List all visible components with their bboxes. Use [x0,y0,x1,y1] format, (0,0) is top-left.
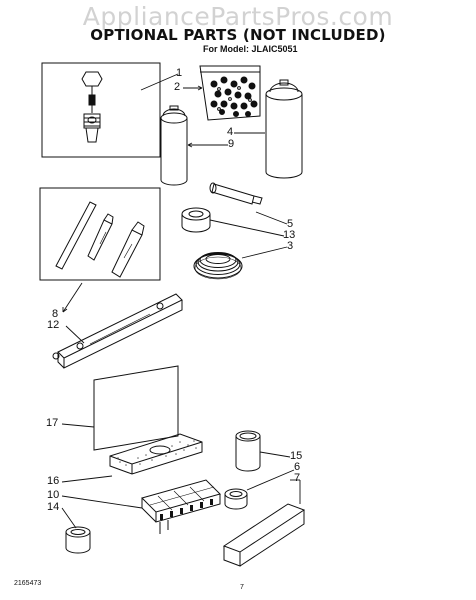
bag-contents [210,76,258,117]
document-number: 2165473 [14,580,42,587]
tape-ring[interactable] [224,488,248,510]
foam-bar-top [222,503,306,553]
small-can-body [160,118,188,186]
tube-body [211,183,255,205]
coiled-cord[interactable] [193,252,243,280]
callout-12[interactable]: 12 [47,319,60,331]
large-can-top [265,87,303,101]
callout-2[interactable]: 2 [174,81,181,93]
sealant-tube-1 [87,219,113,261]
leader-lines-lower [61,325,95,428]
large-can-body [265,94,303,179]
lubricant-tube[interactable] [209,182,263,205]
callout-17[interactable]: 17 [46,417,59,429]
rail-top [57,293,183,359]
large-aerosol-can[interactable] [265,79,303,179]
bag-outline [199,65,261,121]
hardware-bag[interactable] [199,65,261,121]
callout-9[interactable]: 9 [228,138,235,150]
callout-1[interactable]: 1 [176,67,183,79]
tape-roll[interactable] [181,207,211,233]
watermark: AppliancePartsPros.com [82,2,394,31]
small-can-top [160,112,188,124]
callout-7[interactable]: 7 [294,472,301,484]
mounting-bracket[interactable] [141,479,221,534]
leader-lines-mid [62,211,288,313]
fitting-kit-group[interactable] [41,62,161,158]
sealant-tube-2 [111,229,143,278]
foam-panel[interactable] [93,365,179,451]
small-aerosol-can[interactable] [160,105,188,186]
callout-6[interactable]: 6 [294,461,301,473]
callout-5[interactable]: 5 [287,218,294,230]
foam-panel-outline [93,365,179,451]
callout-10[interactable]: 10 [47,489,60,501]
callout-8[interactable]: 8 [52,308,59,320]
callout-13[interactable]: 13 [283,229,296,241]
foam-bar[interactable] [222,503,306,567]
callout-3[interactable]: 3 [287,240,294,252]
leader-lines-top [140,73,265,148]
callout-15[interactable]: 15 [290,450,303,462]
callout-14[interactable]: 14 [47,501,60,513]
tape-roll-top [181,207,211,221]
small-can-14[interactable] [65,526,91,554]
foam-seal-block[interactable] [109,433,203,475]
fitting-kit-box [41,62,161,158]
valve-stem [88,94,96,106]
sealant-kit-box [39,187,161,281]
page-number: 7 [240,584,244,591]
callout-16[interactable]: 16 [47,475,60,487]
sealant-kit-group[interactable] [39,187,161,281]
cap-nut [81,71,103,87]
page-title: OPTIONAL PARTS (NOT INCLUDED) [90,26,386,44]
callout-4[interactable]: 4 [227,126,234,138]
model-number: For Model: JLAIC5051 [203,44,298,54]
paint-can[interactable] [235,430,261,472]
window-rail[interactable] [52,293,183,369]
valve-body [83,113,101,129]
foam-texture [117,440,197,466]
leader-lines-bottom [61,451,301,529]
applicator-stick [55,201,97,270]
